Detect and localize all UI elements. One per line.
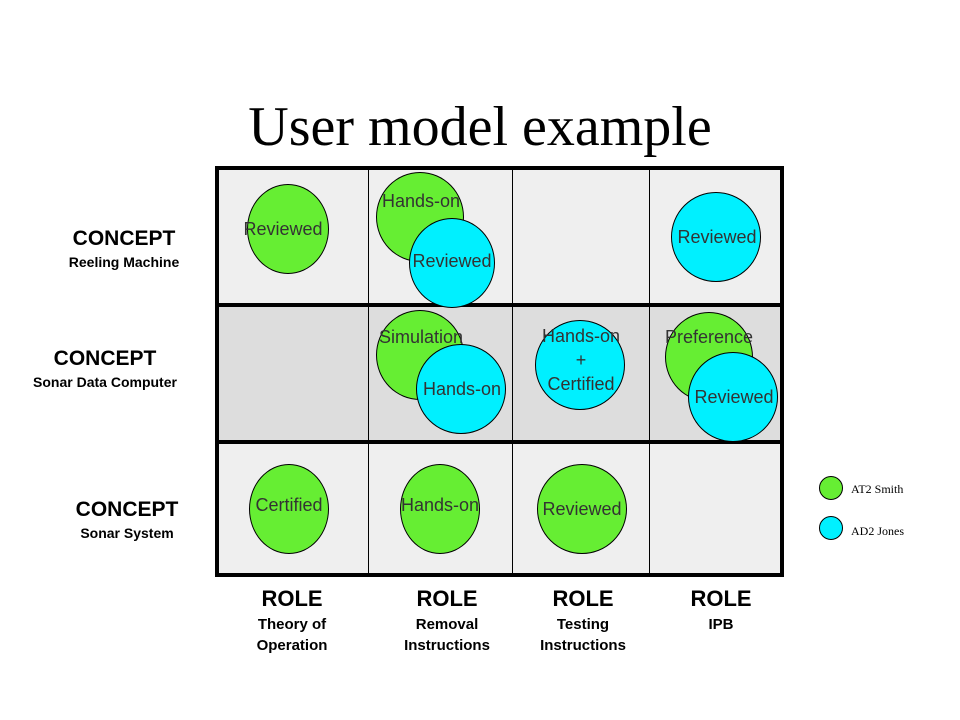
column-label-subtitle-line2: Instructions xyxy=(540,637,626,654)
row-label-subtitle: Sonar System xyxy=(80,525,174,541)
node-label: Hands-on xyxy=(400,495,480,515)
column-label-subtitle-line1: IPB xyxy=(708,616,734,633)
column-label-ipb: ROLE IPB xyxy=(641,584,801,635)
column-label-theory-of-operation: ROLE Theory of Operation xyxy=(212,584,372,656)
row-label-subtitle: Reeling Machine xyxy=(68,254,180,270)
circle-at2-smith-r3c3 xyxy=(537,464,627,554)
node-label: Reviewed xyxy=(677,227,757,247)
legend-label-ad2-jones: AD2 Jones xyxy=(851,524,904,538)
row-label-sonar-system: CONCEPT Sonar System xyxy=(22,497,232,543)
node-label: Hands-on xyxy=(381,191,461,211)
column-label-subtitle-line1: Removal xyxy=(415,616,479,633)
node-label-line: Hands-on xyxy=(541,326,621,346)
node-label-line: Certified xyxy=(547,374,615,394)
circle-ad2-jones-r1c4 xyxy=(671,192,761,282)
column-divider xyxy=(512,170,513,573)
column-label-title: ROLE xyxy=(416,586,478,611)
node-label-line: + xyxy=(575,350,587,370)
page-title: User model example xyxy=(248,96,712,158)
column-divider xyxy=(649,170,650,573)
circle-at2-smith-r3c1 xyxy=(249,464,329,554)
column-label-title: ROLE xyxy=(261,586,323,611)
column-label-subtitle-line1: Theory of xyxy=(257,616,327,633)
circle-ad2-jones-r2c2 xyxy=(416,344,506,434)
node-label: Preference xyxy=(664,327,754,347)
node-label: Reviewed xyxy=(694,387,774,407)
column-label-subtitle-line2: Instructions xyxy=(404,637,490,654)
row-divider xyxy=(219,303,780,307)
column-label-subtitle-line2: Operation xyxy=(256,637,328,654)
row-label-sonar-data-computer: CONCEPT Sonar Data Computer xyxy=(0,346,210,392)
column-divider xyxy=(368,170,369,573)
node-label: Reviewed xyxy=(412,251,492,271)
circle-at2-smith-r1c1 xyxy=(247,184,329,274)
node-label-multiline: Hands-on + Certified xyxy=(526,324,636,396)
node-label: Reviewed xyxy=(542,499,622,519)
circle-ad2-jones-r2c3 xyxy=(535,320,625,410)
circle-ad2-jones-r1c2 xyxy=(409,218,495,308)
row-label-title: CONCEPT xyxy=(75,498,179,521)
row-label-title: CONCEPT xyxy=(53,347,157,370)
legend-dot-ad2-jones xyxy=(819,516,843,540)
row-label-subtitle: Sonar Data Computer xyxy=(33,374,177,390)
column-label-title: ROLE xyxy=(690,586,752,611)
node-label: Certified xyxy=(255,495,323,515)
node-label: Reviewed xyxy=(243,219,323,239)
column-label-title: ROLE xyxy=(552,586,614,611)
row-label-reeling-machine: CONCEPT Reeling Machine xyxy=(19,226,229,272)
legend-dot-at2-smith xyxy=(819,476,843,500)
column-label-testing-instructions: ROLE Testing Instructions xyxy=(503,584,663,656)
row-divider xyxy=(219,440,780,444)
column-label-removal-instructions: ROLE Removal Instructions xyxy=(367,584,527,656)
node-label: Hands-on xyxy=(422,379,502,399)
node-label: Simulation xyxy=(378,327,464,347)
row-label-title: CONCEPT xyxy=(72,227,176,250)
circle-ad2-jones-r2c4 xyxy=(688,352,778,442)
legend-label-at2-smith: AT2 Smith xyxy=(851,482,904,496)
column-label-subtitle-line1: Testing xyxy=(556,616,610,633)
circle-at2-smith-r3c2 xyxy=(400,464,480,554)
